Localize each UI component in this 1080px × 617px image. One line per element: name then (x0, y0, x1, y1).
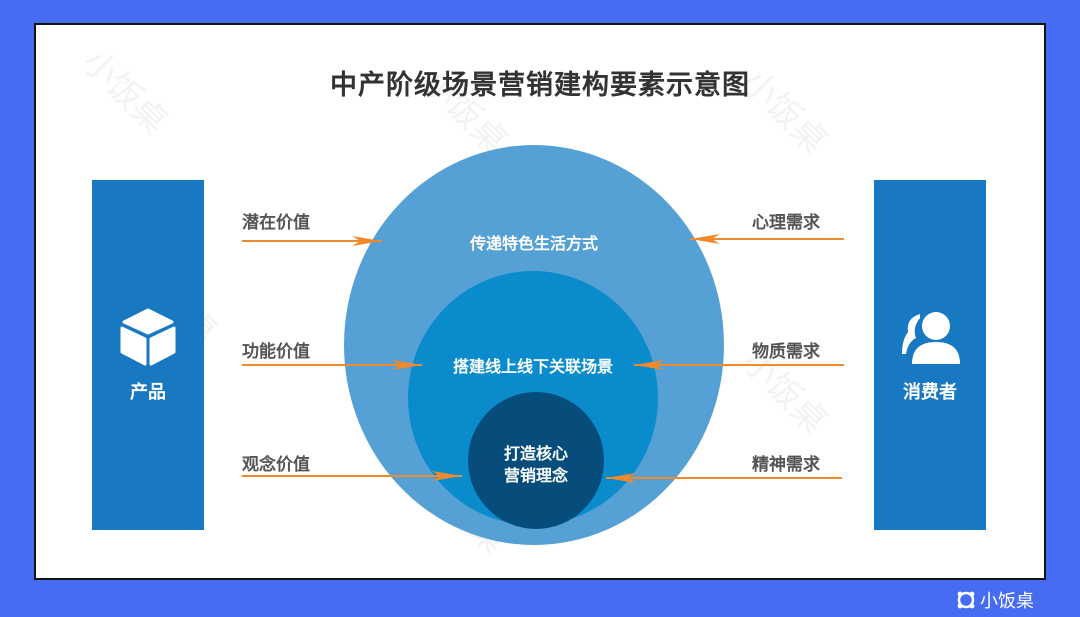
inner-text-line1: 打造核心 (503, 444, 568, 463)
consumer-panel: 消费者 (874, 180, 986, 530)
product-label: 产品 (130, 382, 166, 403)
right-label-2: 物质需求 (752, 342, 820, 362)
consumer-label: 消费者 (903, 382, 957, 403)
right-label-3: 精神需求 (752, 455, 820, 475)
outer-circle-text: 传递特色生活方式 (469, 234, 598, 253)
arrowhead-icon (352, 236, 382, 246)
left-label-1: 潜在价值 (242, 213, 310, 233)
arrowhead-icon (392, 360, 422, 370)
arrowhead-icon (690, 234, 720, 244)
brand-text: 小饭桌 (980, 591, 1034, 612)
arrow-left-2 (634, 360, 844, 370)
arrow-right-1 (242, 236, 382, 246)
arrow-left-1 (690, 234, 844, 244)
diagram-frame: 小饭桌 小饭桌 小饭桌 小饭桌 小饭桌 小饭桌 中产阶级场景营销建构要素示意图 … (34, 23, 1046, 580)
arrow-right-2 (242, 360, 422, 370)
brand-logo: 小饭桌 (956, 587, 1034, 613)
inner-circle-text: 打造核心 营销理念 (468, 443, 604, 487)
inner-circle (468, 392, 604, 529)
arrowhead-icon (432, 471, 462, 481)
arrowhead-icon (606, 473, 636, 483)
arrowhead-icon (634, 360, 664, 370)
right-label-1: 心理需求 (752, 213, 820, 233)
cube-icon (120, 308, 176, 366)
arrow-left-3 (606, 473, 842, 483)
brand-logo-icon (957, 591, 975, 609)
left-label-3: 观念价值 (242, 455, 310, 475)
middle-circle-text: 搭建线上线下关联场景 (452, 357, 613, 376)
product-panel: 产品 (92, 180, 204, 530)
left-label-2: 功能价值 (242, 342, 310, 362)
users-icon (902, 312, 960, 364)
arrow-right-3 (242, 471, 462, 481)
inner-text-line2: 营销理念 (503, 466, 568, 485)
page-title: 中产阶级场景营销建构要素示意图 (330, 70, 750, 101)
